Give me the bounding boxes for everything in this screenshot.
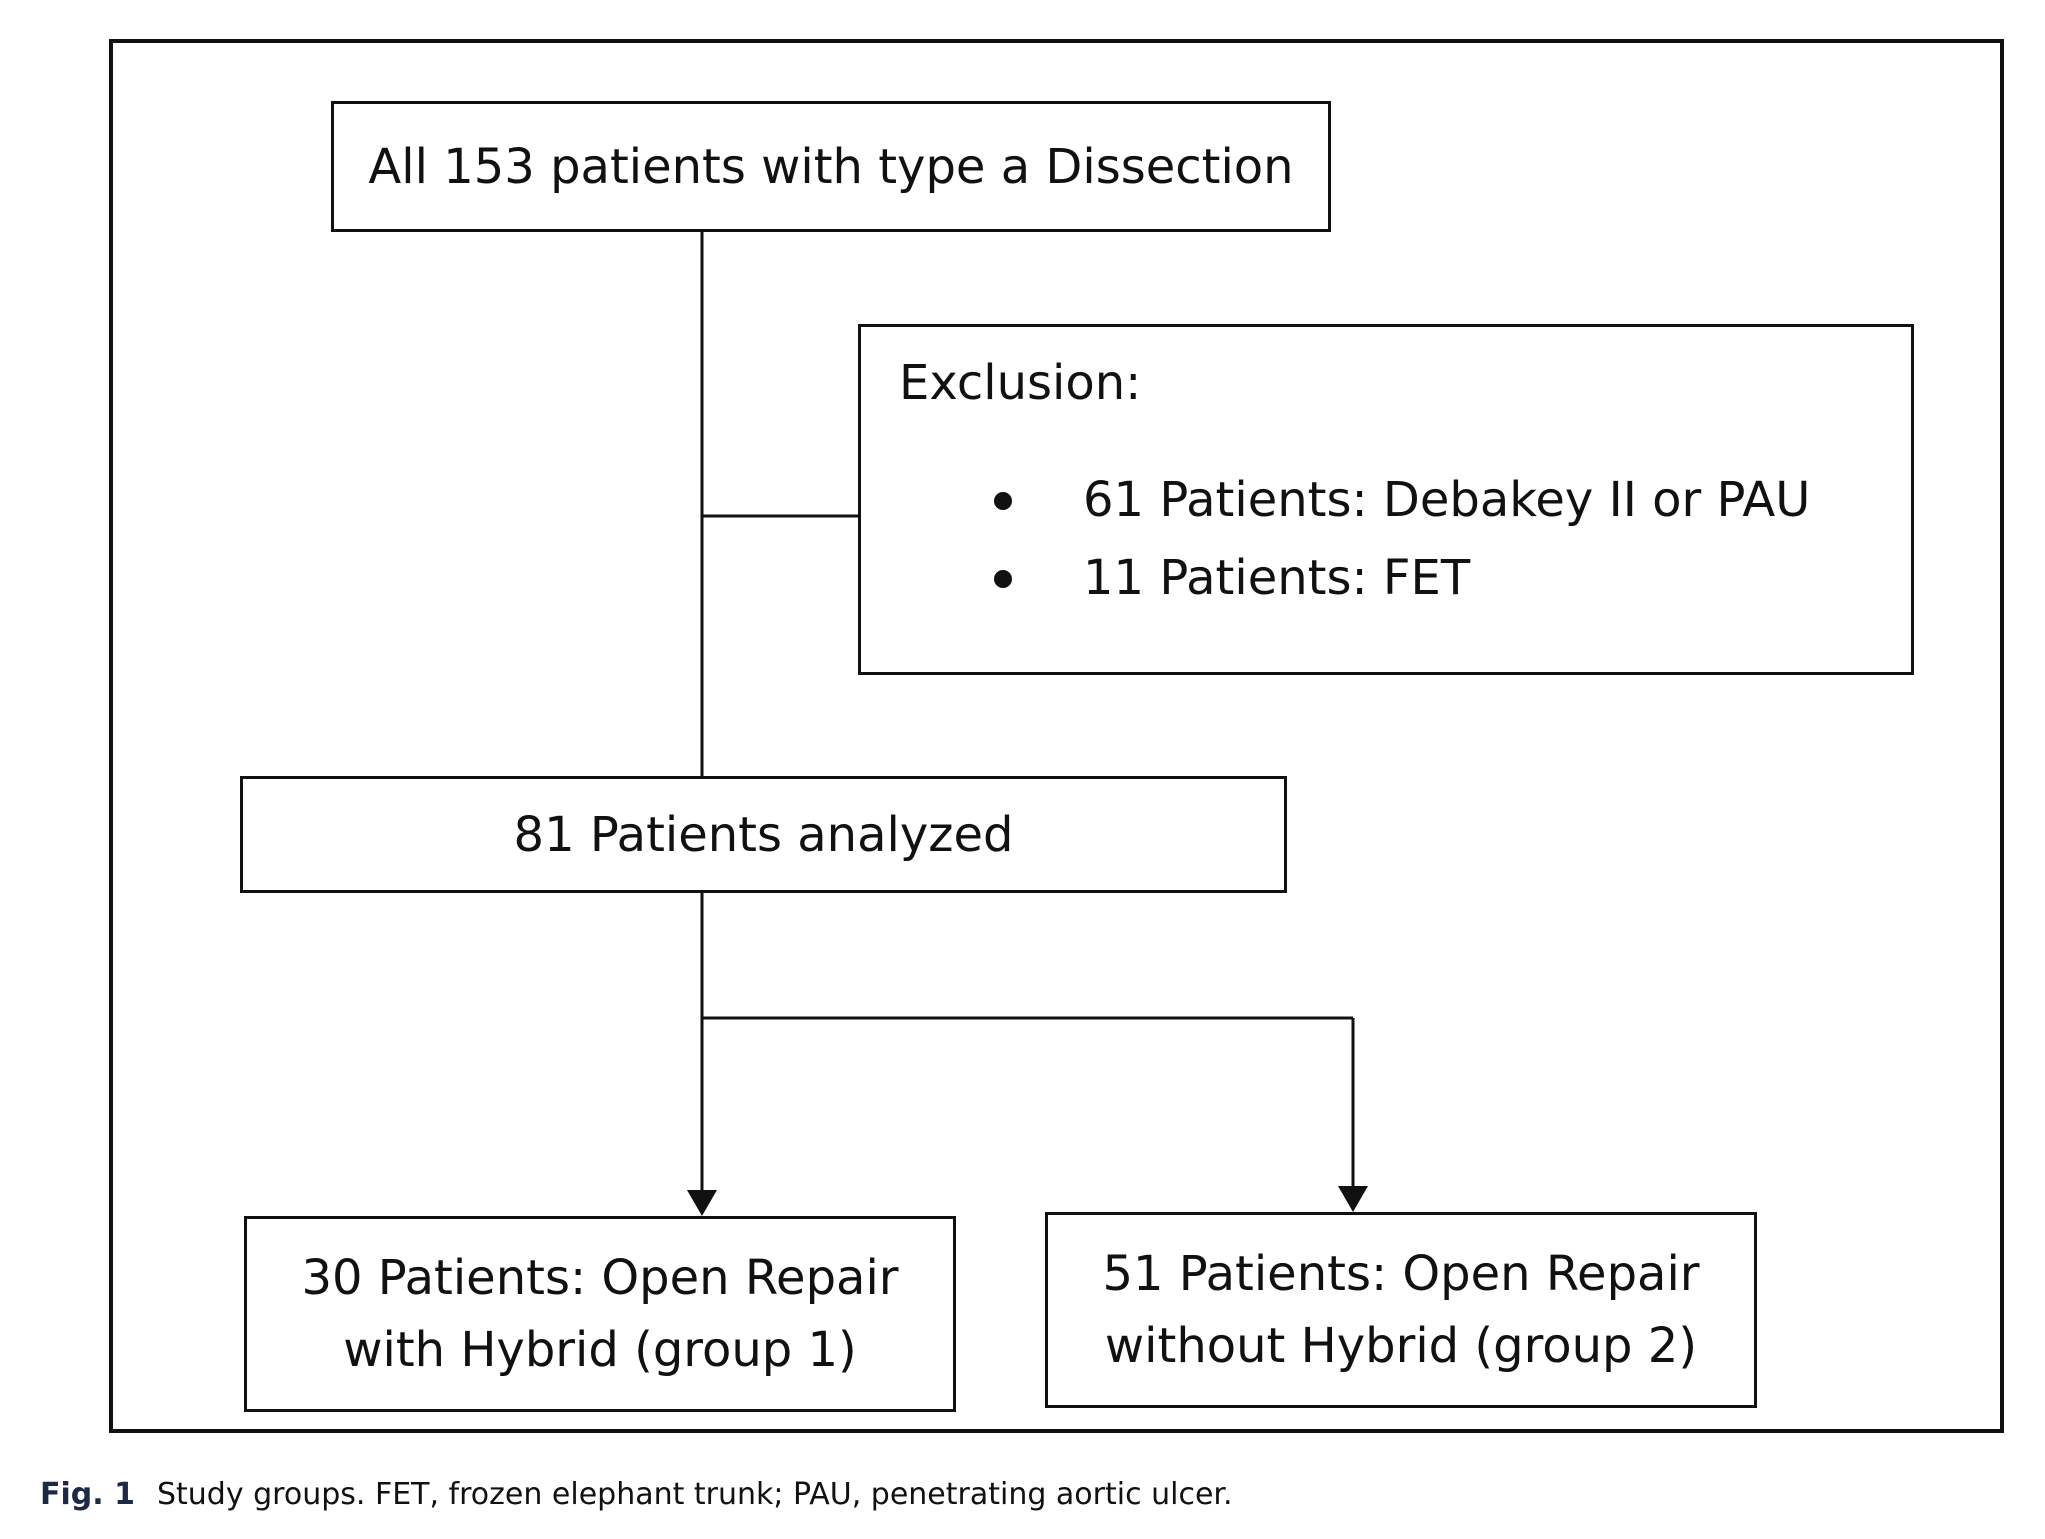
diagram-frame [109,39,2004,1433]
group1-text: 30 Patients: Open Repair with Hybrid (gr… [301,1242,898,1386]
exclusion-box: Exclusion: 61 Patients: Debakey II or PA… [858,324,1914,675]
group2-text: 51 Patients: Open Repair without Hybrid … [1102,1238,1699,1382]
exclusion-item: 11 Patients: FET [861,550,1911,628]
caption-text: Study groups. FET, frozen elephant trunk… [156,1477,1233,1512]
exclusion-list: 61 Patients: Debakey II or PAU 11 Patien… [861,472,1911,628]
all-patients-label: All 153 patients with type a Dissection [368,138,1294,195]
analyzed-patients-box: 81 Patients analyzed [240,776,1287,893]
group1-line2: with Hybrid (group 1) [343,1322,857,1378]
exclusion-item-label: 61 Patients: Debakey II or PAU [1083,472,1811,528]
group2-box: 51 Patients: Open Repair without Hybrid … [1045,1212,1757,1408]
arrowhead-group2 [1338,1186,1368,1212]
group2-line1: 51 Patients: Open Repair [1102,1246,1700,1302]
group1-line1: 30 Patients: Open Repair [301,1250,899,1306]
arrowhead-group1 [687,1190,717,1216]
figure-label: Fig. 1 [40,1477,135,1512]
exclusion-title: Exclusion: [899,355,1142,411]
bullet-icon [994,570,1012,588]
group2-line2: without Hybrid (group 2) [1104,1318,1698,1374]
exclusion-item: 61 Patients: Debakey II or PAU [861,472,1911,550]
exclusion-item-label: 11 Patients: FET [1083,550,1471,606]
figure-caption: Fig. 1 Study groups. FET, frozen elephant… [40,1477,1233,1513]
bullet-icon [994,492,1012,510]
group1-box: 30 Patients: Open Repair with Hybrid (gr… [244,1216,956,1412]
all-patients-box: All 153 patients with type a Dissection [331,101,1331,232]
analyzed-patients-label: 81 Patients analyzed [513,806,1014,863]
